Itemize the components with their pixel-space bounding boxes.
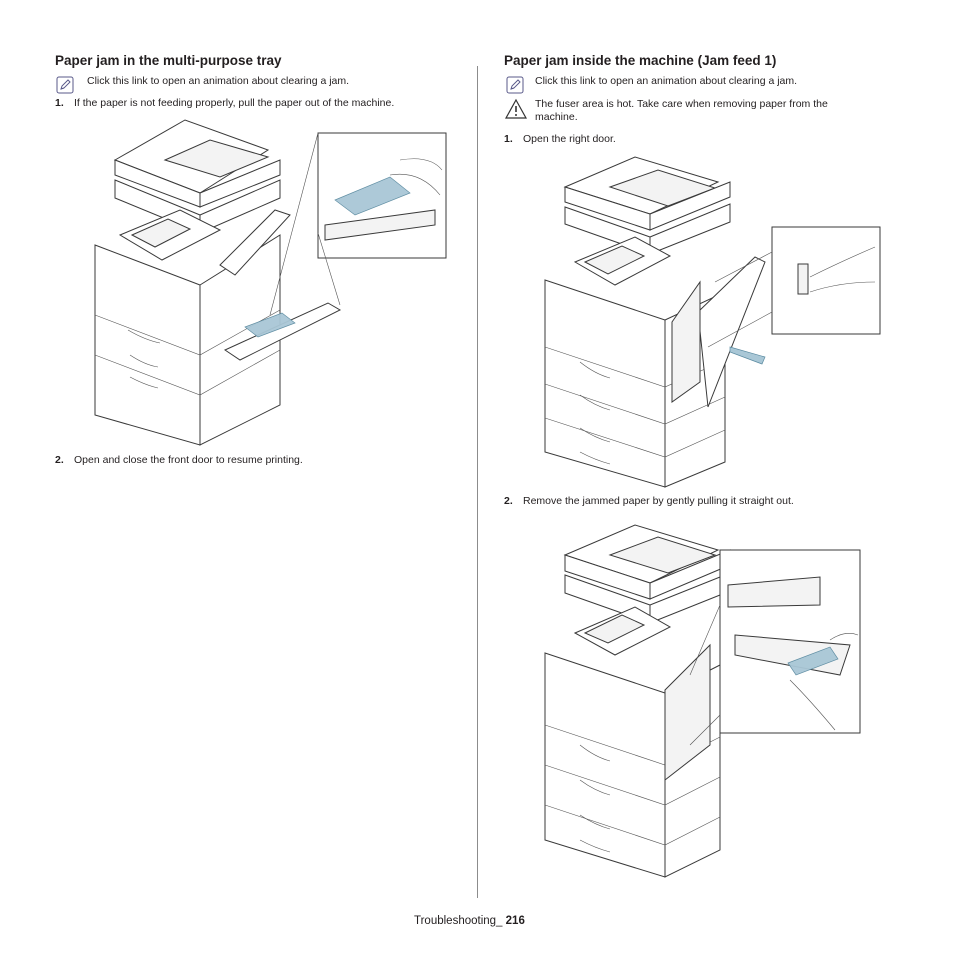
left-step-1: 1. If the paper is not feeding properly, … — [55, 97, 394, 109]
right-step-2-number: 2. — [504, 495, 513, 507]
left-step-2-number: 2. — [55, 454, 64, 466]
note-pencil-icon[interactable] — [56, 76, 74, 94]
footer-page-number: 216 — [505, 915, 525, 927]
right-section-heading: Paper jam inside the machine (Jam feed 1… — [504, 53, 777, 68]
warning-triangle-icon — [504, 98, 528, 119]
left-step-1-number: 1. — [55, 97, 64, 109]
right-step-1: 1. Open the right door. — [504, 133, 616, 145]
right-step-1-number: 1. — [504, 133, 513, 145]
right-step-1-text: Open the right door. — [523, 133, 616, 145]
column-divider — [477, 66, 478, 898]
footer-section: Troubleshooting_ — [414, 915, 503, 927]
left-step-2: 2. Open and close the front door to resum… — [55, 454, 303, 466]
page-footer: Troubleshooting_ 216 — [414, 915, 525, 927]
remove-jammed-paper-illustration — [544, 524, 861, 878]
note-pencil-icon[interactable] — [506, 76, 524, 94]
right-step-2-text: Remove the jammed paper by gently pullin… — [523, 495, 794, 507]
left-section-heading: Paper jam in the multi-purpose tray — [55, 53, 282, 68]
warning-text: The fuser area is hot. Take care when re… — [535, 98, 880, 123]
left-note-link[interactable]: Click this link to open an animation abo… — [87, 75, 350, 87]
right-step-2: 2. Remove the jammed paper by gently pull… — [504, 495, 794, 507]
right-note-link[interactable]: Click this link to open an animation abo… — [535, 75, 798, 87]
left-step-1-text: If the paper is not feeding properly, pu… — [74, 97, 395, 109]
warning-line-2: machine. — [535, 110, 578, 123]
mp-tray-jam-illustration — [94, 119, 447, 446]
left-step-2-text: Open and close the front door to resume … — [74, 454, 303, 466]
right-door-open-illustration — [544, 156, 881, 488]
warning-line-1: The fuser area is hot. Take care when re… — [535, 98, 828, 110]
